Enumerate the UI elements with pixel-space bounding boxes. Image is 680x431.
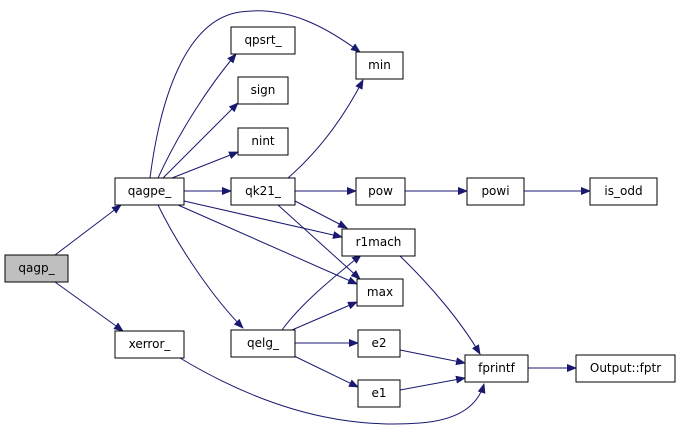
edge-qagpe-sign [162,102,239,179]
node-label: nint [251,134,275,148]
node-label: e1 [371,386,386,400]
node-powi[interactable]: powi [466,177,525,206]
edge-qelg-r1mach [281,254,362,331]
node-label: min [368,58,391,72]
edge-qelg-e1 [291,354,359,388]
node-xerror[interactable]: xerror_ [114,330,185,359]
node-min[interactable]: min [355,51,404,80]
edge-e2-fprintf [399,349,466,366]
node-qk21[interactable]: qk21_ [230,177,296,206]
node-label: qagp_ [18,261,55,275]
node-qelg[interactable]: qelg_ [230,329,296,358]
edge-qagpe-max [177,204,358,285]
node-r1mach[interactable]: r1mach [341,228,416,257]
node-pow[interactable]: pow [355,177,406,206]
node-output-fptr[interactable]: Output::fptr [575,354,676,383]
node-label: qk21_ [245,184,282,198]
edge-qagpe-qpsrt [157,53,237,179]
node-qagpe[interactable]: qagpe_ [114,177,185,206]
node-e1[interactable]: e1 [357,379,401,408]
edge-qagp-qagpe [54,204,122,256]
edge-r1mach-fprintf [399,255,481,355]
node-label: qelg_ [247,336,280,350]
node-label: qagpe_ [128,184,173,198]
node-label: fprintf [478,361,515,375]
node-label: xerror_ [129,337,172,351]
node-label: sign [251,83,276,97]
edge-qelg-max [291,301,358,331]
node-sign[interactable]: sign [237,76,289,105]
node-fprintf[interactable]: fprintf [464,354,529,383]
edge-e1-fprintf [399,375,466,391]
node-is_odd[interactable]: is_odd [589,177,658,206]
node-label: e2 [371,336,386,350]
node-label: Output::fptr [590,361,661,375]
node-qagp[interactable]: qagp_ [4,254,69,283]
edge-qagpe-nint [171,151,239,179]
node-label: powi [481,184,509,198]
edge-xerror-fprintf [179,357,486,425]
node-nint[interactable]: nint [237,127,289,156]
node-label: pow [368,184,393,198]
edge-qagp-xerror [54,281,124,332]
node-qpsrt[interactable]: qpsrt_ [230,26,296,55]
edge-qagpe-min [149,10,361,179]
edge-qagpe-qelg [157,204,244,329]
edge-qk21-min [287,79,364,179]
node-label: qpsrt_ [244,33,282,47]
node-e2[interactable]: e2 [357,329,401,358]
node-label: r1mach [356,235,402,249]
node-label: is_odd [604,184,642,198]
edge-qagpe-r1mach [183,200,343,239]
node-label: max [367,285,393,299]
node-max[interactable]: max [356,278,404,307]
edge-qk21-r1mach [294,200,348,229]
